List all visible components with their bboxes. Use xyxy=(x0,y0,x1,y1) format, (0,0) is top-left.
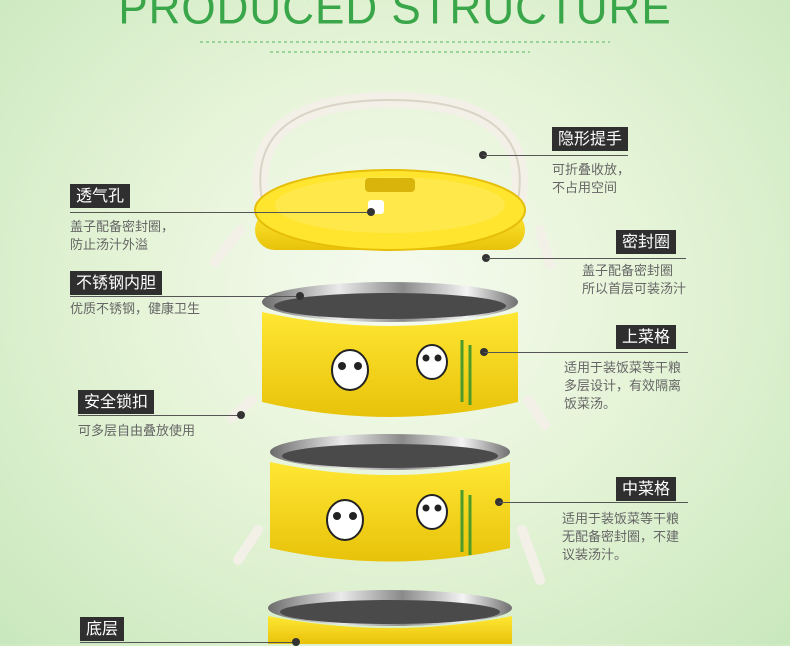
middle-tier-label: 中菜格 xyxy=(616,477,677,501)
top-tier-leader-line xyxy=(484,352,688,353)
lock-marker-dot xyxy=(237,411,245,419)
middle-tier-desc: 适用于装饭菜等干粮无配备密封圈，不建议装汤汁。 xyxy=(562,512,680,563)
top-tier-desc: 适用于装饭菜等干粮多层设计，有效隔离饭菜汤。 xyxy=(564,361,682,412)
handle-leader-line xyxy=(483,155,628,156)
seal-desc: 盖子配备密封圈所以首层可装汤汁 xyxy=(582,264,687,297)
page-heading: PRODUCED STRUCTURE xyxy=(118,0,672,35)
bottom-marker-dot xyxy=(292,638,300,646)
lid xyxy=(210,169,555,270)
vent-desc: 盖子配备密封圈，防止汤汁外溢 xyxy=(70,220,175,253)
bottom-tier-container xyxy=(268,590,512,644)
top-tier-container xyxy=(227,282,550,430)
lock-label: 安全锁扣 xyxy=(78,390,155,414)
vent-leader-line xyxy=(70,212,370,213)
vent-label: 透气孔 xyxy=(70,184,131,208)
bottom-leader-line xyxy=(80,642,296,643)
liner-leader-line xyxy=(70,296,300,297)
folding-handle xyxy=(252,91,528,208)
lock-desc: 可多层自由叠放使用 xyxy=(78,424,196,439)
fine-print-line xyxy=(270,51,530,53)
fine-print-line xyxy=(200,41,610,43)
handle-label: 隐形提手 xyxy=(552,127,629,151)
seal-label: 密封圈 xyxy=(616,230,677,254)
liner-label: 不锈钢内胆 xyxy=(70,271,163,295)
liner-desc: 优质不锈钢，健康卫生 xyxy=(70,302,201,317)
liner-marker-dot xyxy=(296,292,304,300)
bottom-label: 底层 xyxy=(80,617,125,641)
lock-leader-line xyxy=(78,415,240,416)
top-tier-label: 上菜格 xyxy=(616,325,677,349)
handle-desc: 可折叠收放，不占用空间 xyxy=(552,163,631,196)
middle-tier-leader-line xyxy=(499,502,688,503)
seal-leader-line xyxy=(486,258,686,259)
middle-tier-container xyxy=(233,434,545,585)
vent-marker-dot xyxy=(367,208,375,216)
